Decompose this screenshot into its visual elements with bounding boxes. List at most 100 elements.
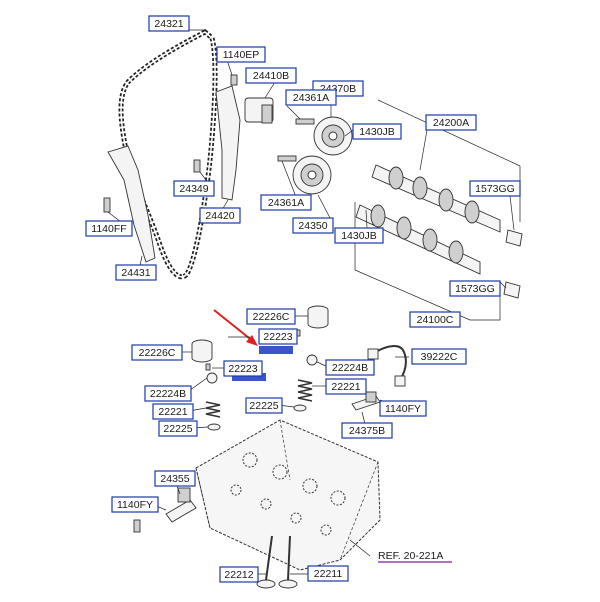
highlighted-part-upper — [259, 346, 293, 354]
tappet-left — [191, 339, 213, 363]
callout-label: 24350 — [298, 220, 327, 232]
callout-22226c-left[interactable]: 22226C — [131, 344, 183, 361]
callout-1140fy-left[interactable]: 1140FY — [111, 496, 159, 513]
callout-label: 1140FY — [117, 499, 153, 511]
callout-24375b[interactable]: 24375B — [341, 422, 393, 439]
callout-24420[interactable]: 24420 — [199, 207, 241, 224]
callout-label: 24361A — [268, 197, 304, 209]
callout-1140ff[interactable]: 1140FF — [85, 220, 133, 237]
valve-seal-left — [207, 423, 221, 431]
callout-39222c[interactable]: 39222C — [411, 348, 467, 365]
callout-1430jb-lower[interactable]: 1430JB — [334, 227, 384, 244]
callout-label: 22224B — [150, 388, 186, 400]
callout-24361a-lower[interactable]: 24361A — [260, 194, 312, 211]
callout-1430jb-upper[interactable]: 1430JB — [352, 123, 402, 140]
chain-guide-left — [107, 145, 156, 263]
callout-label: 22221 — [158, 406, 187, 418]
callout-label: 22226C — [139, 347, 176, 359]
callout-label: 24321 — [154, 18, 183, 30]
timing-chain — [118, 28, 218, 280]
callout-22226c-upper[interactable]: 22226C — [246, 308, 296, 325]
bolt-24349 — [193, 159, 201, 173]
valve-spring-right — [297, 379, 313, 402]
highlighted-part-lower — [232, 373, 266, 381]
keeper-left — [205, 363, 211, 371]
reference-label: REF. 20-221A — [378, 550, 443, 562]
callout-22212[interactable]: 22212 — [219, 566, 259, 583]
cam-sprocket-lower — [292, 155, 332, 195]
callout-22221-left[interactable]: 22221 — [152, 403, 194, 420]
sprocket-bolt-upper — [295, 118, 315, 125]
callout-24410b[interactable]: 24410B — [245, 67, 297, 84]
callout-1140fy-right[interactable]: 1140FY — [379, 400, 427, 417]
callout-1573gg-upper[interactable]: 1573GG — [469, 180, 521, 197]
sensor-wire — [367, 345, 407, 387]
callout-label: 24361A — [293, 92, 329, 104]
callout-22223-upper[interactable]: 22223 — [258, 328, 298, 345]
bolt-1140ep — [230, 74, 238, 86]
callout-label: 22226C — [253, 311, 290, 323]
callout-label: 22211 — [314, 568, 343, 580]
callout-1140ep[interactable]: 1140EP — [216, 46, 266, 63]
cylinder-head — [195, 419, 381, 571]
callout-label: 22224B — [332, 362, 368, 374]
callout-22211[interactable]: 22211 — [307, 565, 349, 582]
callout-label: 24349 — [179, 183, 208, 195]
callout-24321[interactable]: 24321 — [148, 15, 190, 32]
callout-label: 1430JB — [359, 126, 395, 138]
callout-label: 24431 — [121, 267, 150, 279]
callout-label: 22225 — [249, 400, 278, 412]
retainer-left — [206, 372, 218, 384]
callout-1573gg-lower[interactable]: 1573GG — [449, 280, 501, 297]
callout-label: 1140FY — [385, 403, 421, 415]
callout-label: 1140EP — [223, 49, 260, 61]
camshaft-exhaust — [355, 204, 481, 275]
callout-24355[interactable]: 24355 — [154, 470, 196, 487]
callout-24349[interactable]: 24349 — [173, 180, 215, 197]
callout-label: 22225 — [163, 423, 192, 435]
retainer-right — [306, 354, 318, 366]
sprocket-bolt-lower — [277, 155, 297, 162]
intake-valve — [256, 535, 276, 589]
callout-label: 1573GG — [455, 283, 495, 295]
valve-seal-right — [293, 404, 307, 412]
plug-upper — [505, 229, 523, 247]
callout-22221-right[interactable]: 22221 — [325, 378, 367, 395]
callout-22225-right[interactable]: 22225 — [245, 397, 283, 414]
callout-label: 24100C — [417, 314, 454, 326]
callout-label: 24375B — [349, 425, 385, 437]
callout-24431[interactable]: 24431 — [115, 264, 157, 281]
callout-label: 1573GG — [475, 183, 515, 195]
callout-24361a-upper[interactable]: 24361A — [285, 89, 337, 106]
exhaust-valve — [278, 535, 298, 589]
plug-lower — [503, 281, 521, 299]
callout-22223-lower[interactable]: 22223 — [223, 360, 263, 377]
callout-label: 22223 — [263, 331, 292, 343]
callout-label: 24200A — [433, 117, 469, 129]
callout-24350[interactable]: 24350 — [292, 217, 334, 234]
callout-24200a[interactable]: 24200A — [425, 114, 477, 131]
callout-label: 22221 — [331, 381, 360, 393]
callout-22224b-left[interactable]: 22224B — [144, 385, 192, 402]
chain-tensioner — [244, 97, 274, 124]
camshaft-intake — [371, 164, 501, 233]
callout-24100c[interactable]: 24100C — [409, 311, 461, 328]
callout-label: 39222C — [421, 351, 458, 363]
oil-control-valve — [351, 391, 381, 411]
callout-22224b-right[interactable]: 22224B — [325, 359, 375, 376]
valve-spring-left — [205, 401, 221, 418]
callout-22225-left[interactable]: 22225 — [158, 420, 198, 437]
callout-label: 24420 — [205, 210, 234, 222]
reference-link[interactable]: REF. 20-221A — [378, 550, 452, 563]
oil-control-valve-left — [165, 487, 197, 523]
tensioner-arm — [215, 85, 241, 201]
callout-label: 22223 — [228, 363, 257, 375]
cam-sprocket-upper — [313, 116, 353, 156]
tappet-upper — [307, 305, 329, 329]
bolt-1140fy-left — [133, 519, 141, 533]
bolt-1140ff — [103, 197, 111, 213]
callout-label: 24410B — [253, 70, 289, 82]
callout-label: 22212 — [224, 569, 253, 581]
callout-label: 24355 — [160, 473, 189, 485]
